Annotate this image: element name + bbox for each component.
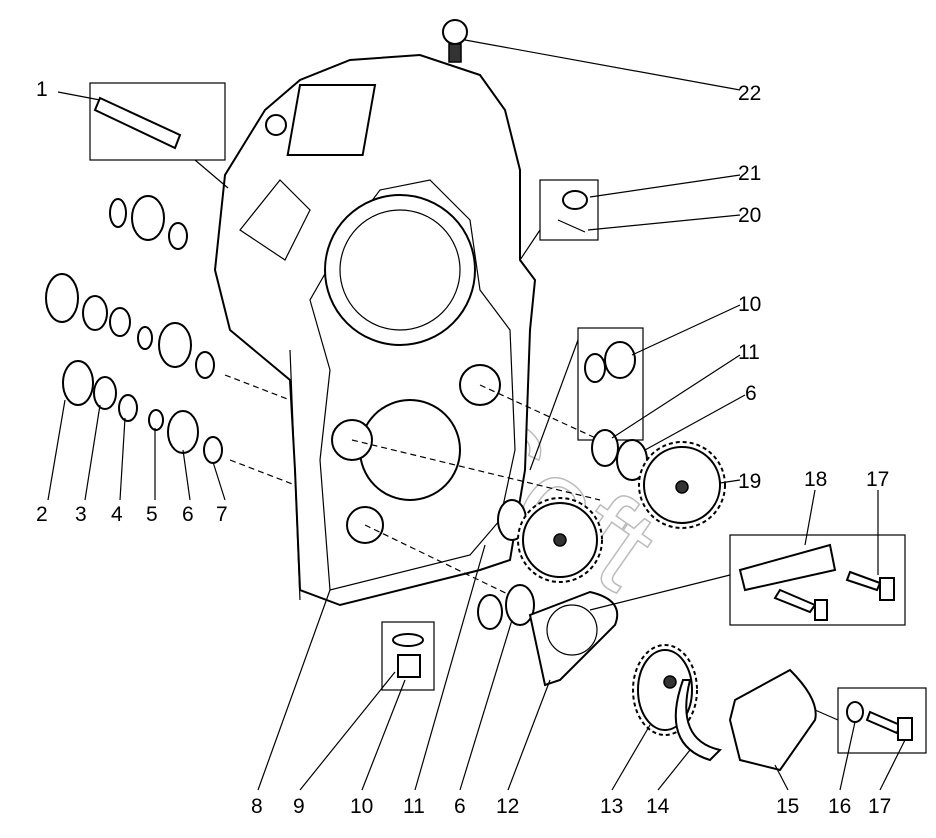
stud-box xyxy=(89,82,226,161)
leader-lines xyxy=(47,39,906,791)
callout-8: 8 xyxy=(251,795,263,818)
callout-18: 18 xyxy=(804,468,827,491)
gearbox-housing xyxy=(213,53,537,607)
callout-22: 22 xyxy=(738,82,761,105)
gear-19 xyxy=(638,441,726,529)
callout-20: 20 xyxy=(738,204,761,227)
eye-bolt xyxy=(442,19,468,63)
callout-10: 10 xyxy=(350,795,373,818)
callout-14: 14 xyxy=(646,795,670,818)
callout-labels: 1 22 21 20 10 11 6 19 18 17 2 3 4 5 6 7 … xyxy=(36,78,891,818)
callout-10: 10 xyxy=(738,293,761,316)
callout-21: 21 xyxy=(738,162,761,185)
callout-4: 4 xyxy=(111,503,123,526)
callout-9: 9 xyxy=(293,795,305,818)
callout-3: 3 xyxy=(75,503,87,526)
callout-6: 6 xyxy=(182,503,194,526)
callout-13: 13 xyxy=(600,795,623,818)
left-seal-set xyxy=(45,195,223,464)
callout-11: 11 xyxy=(738,341,760,364)
callout-6: 6 xyxy=(745,382,757,405)
callout-19: 19 xyxy=(738,470,761,493)
callout-17: 17 xyxy=(866,468,889,491)
callout-11: 11 xyxy=(403,795,425,818)
callout-16: 16 xyxy=(828,795,851,818)
callout-1: 1 xyxy=(36,78,48,101)
callout-7: 7 xyxy=(216,503,228,526)
callout-17: 17 xyxy=(868,795,891,818)
cover-15 xyxy=(728,668,817,772)
callout-6: 6 xyxy=(454,795,466,818)
plug-box-bottom xyxy=(381,621,435,691)
gear-middle xyxy=(517,497,603,583)
plate-box xyxy=(729,534,906,626)
pin-box xyxy=(539,179,599,241)
callout-2: 2 xyxy=(36,503,48,526)
callout-5: 5 xyxy=(146,503,158,526)
callout-12: 12 xyxy=(496,795,519,818)
bolt-box xyxy=(837,687,927,754)
callout-15: 15 xyxy=(776,795,799,818)
